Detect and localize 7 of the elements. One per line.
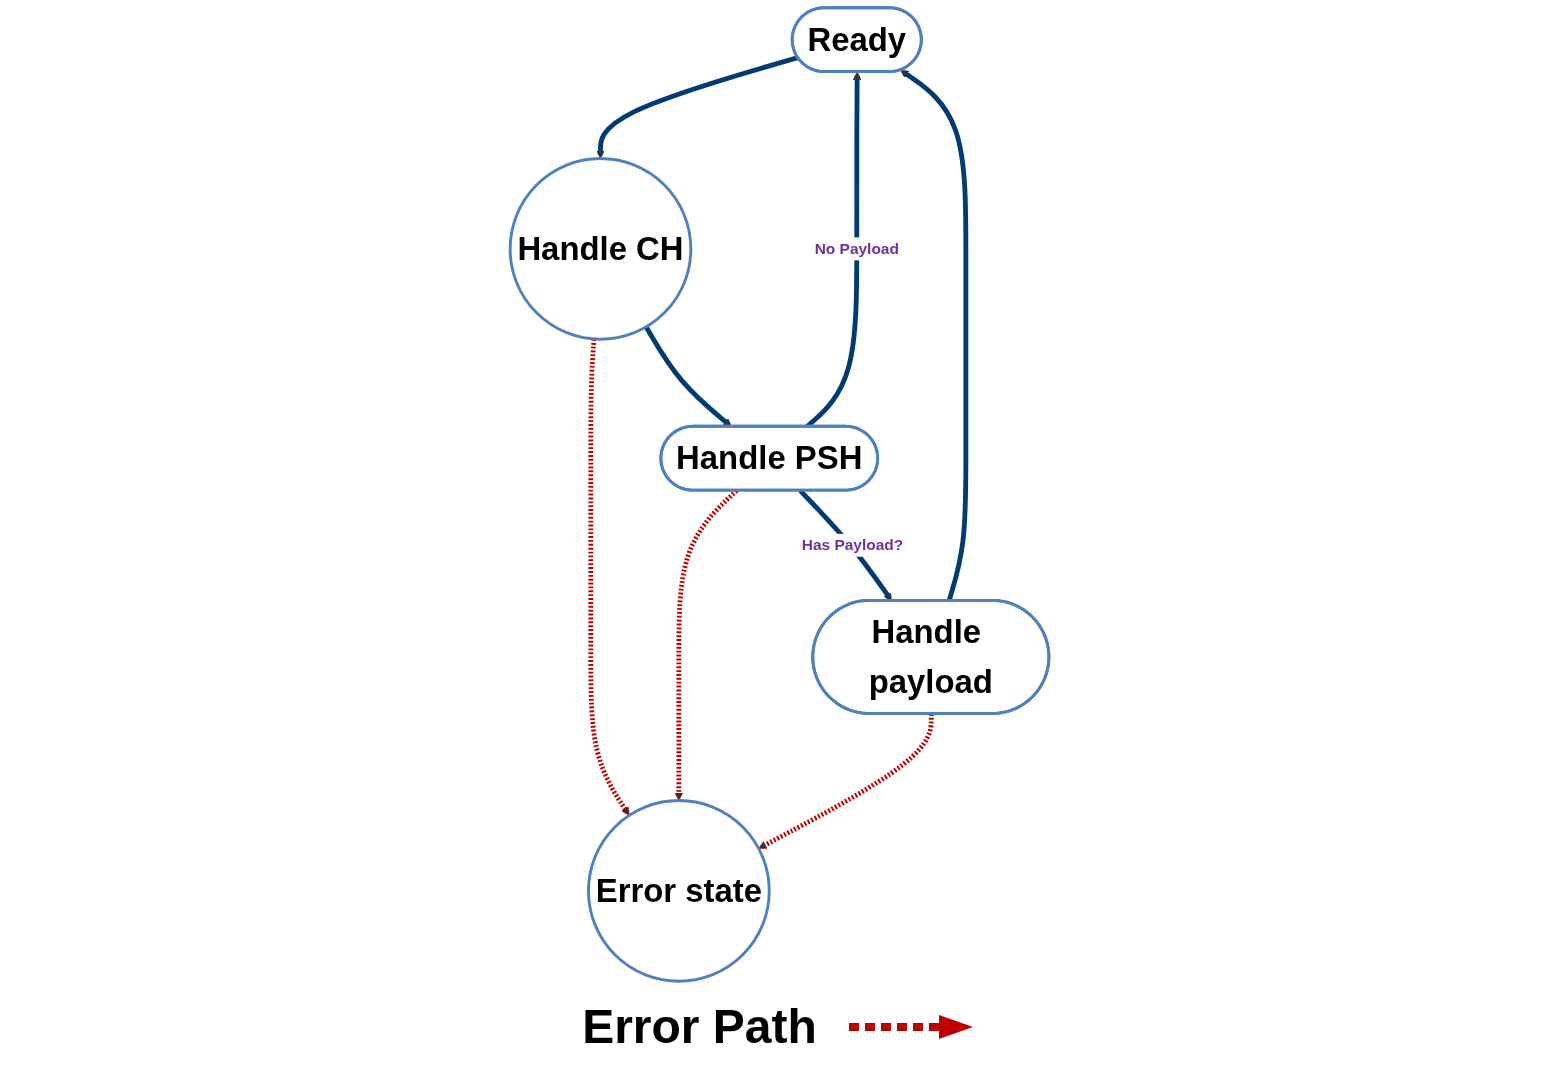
edge-label: No Payload <box>814 240 899 257</box>
legend-text: Error Path <box>582 999 817 1054</box>
node-circle: Error state <box>587 799 771 983</box>
arrow <box>588 338 630 816</box>
edge-label: Has Payload? <box>801 536 904 553</box>
arrow <box>596 55 799 159</box>
node-circle: Handle CH <box>508 157 693 341</box>
